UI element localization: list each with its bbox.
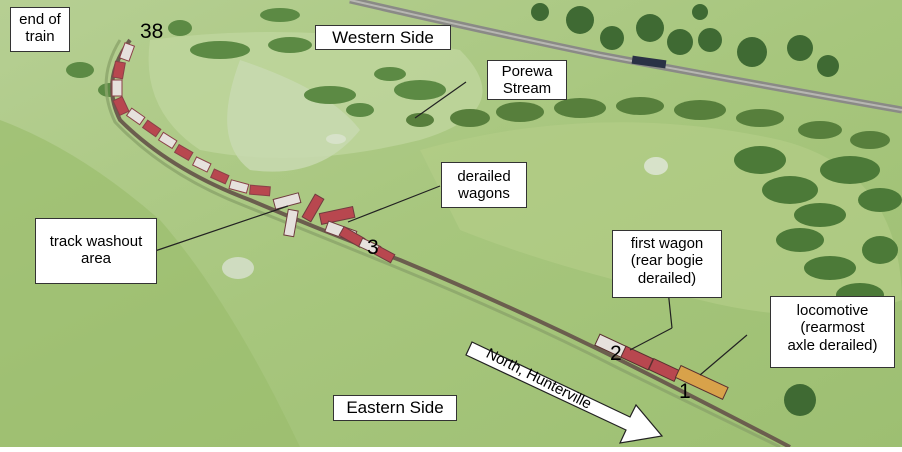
label-western-side: Western Side bbox=[315, 25, 451, 50]
label-locomotive: locomotive (rearmost axle derailed) bbox=[770, 296, 895, 368]
label-eastern-side: Eastern Side bbox=[333, 395, 457, 421]
flood-pond bbox=[644, 157, 668, 175]
marker-3: 3 bbox=[367, 236, 379, 259]
label-first-wagon: first wagon (rear bogie derailed) bbox=[612, 230, 722, 298]
callout-lines bbox=[151, 81, 748, 376]
bushes bbox=[66, 8, 446, 117]
label-porewa-stream: Porewa Stream bbox=[487, 60, 567, 100]
hedge-right bbox=[734, 146, 902, 307]
label-derailed-wagons: derailed wagons bbox=[441, 162, 527, 208]
road-edge bbox=[349, 0, 902, 111]
label-end-of-train: end of train bbox=[10, 7, 70, 52]
train-wagons bbox=[111, 42, 271, 197]
trees bbox=[531, 3, 839, 77]
north-arrow-shape bbox=[465, 341, 664, 444]
label-track-washout: track washout area bbox=[35, 218, 157, 284]
derailed-wagon-pile bbox=[272, 192, 396, 264]
truck bbox=[631, 55, 667, 69]
marker-38: 38 bbox=[140, 20, 164, 43]
stream-trees bbox=[406, 97, 890, 149]
paddock bbox=[420, 122, 902, 315]
rail-verge bbox=[104, 39, 781, 449]
front-of-train bbox=[594, 333, 729, 400]
marker-2: 2 bbox=[610, 342, 622, 365]
lone-tree bbox=[784, 384, 816, 416]
marker-1: 1 bbox=[679, 380, 691, 403]
flood-pond bbox=[326, 134, 346, 144]
stream-flood bbox=[227, 60, 360, 172]
flood-pond bbox=[222, 257, 254, 279]
